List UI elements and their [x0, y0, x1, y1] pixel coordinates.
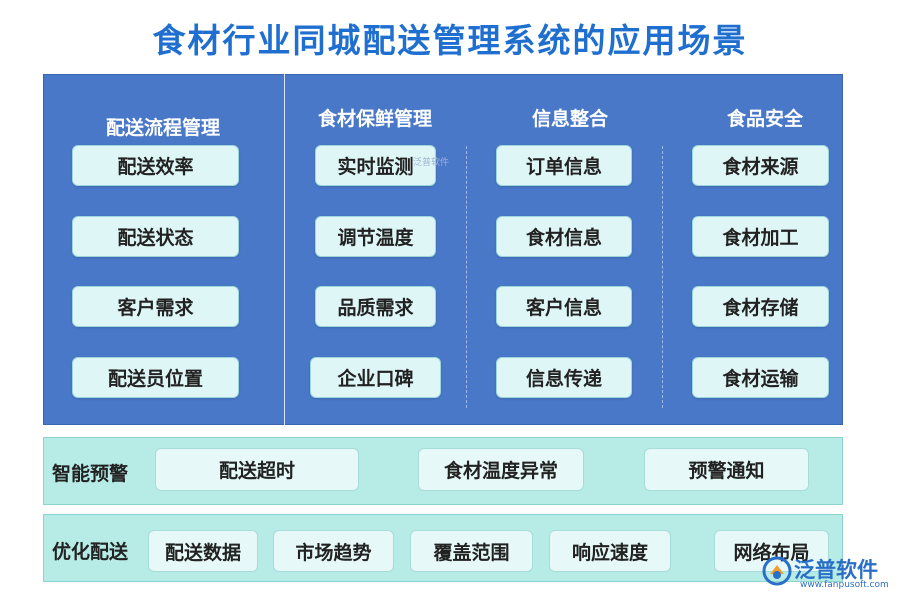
- column-divider: [284, 74, 285, 425]
- brand-name: 泛普软件: [794, 558, 878, 582]
- alert-delivery-timeout: 配送超时: [155, 448, 359, 491]
- item-info-transfer: 信息传递: [496, 357, 632, 398]
- optimize-delivery-data: 配送数据: [148, 530, 258, 572]
- small-watermark: 泛普软件: [413, 158, 450, 168]
- item-food-info: 食材信息: [496, 216, 632, 257]
- item-food-storage: 食材存储: [692, 286, 829, 327]
- column-title-delivery-process: 配送流程管理: [105, 117, 220, 139]
- page-title: 食材行业同城配送管理系统的应用场景: [152, 21, 748, 60]
- item-customer-info: 客户信息: [496, 286, 632, 327]
- item-customer-demand: 客户需求: [72, 286, 239, 327]
- item-food-processing: 食材加工: [692, 216, 829, 257]
- brand-logo-icon: [762, 556, 792, 586]
- optimize-network-layout: 网络布局: [714, 530, 829, 572]
- optimize-coverage: 覆盖范围: [410, 530, 533, 572]
- alert-notification: 预警通知: [644, 448, 809, 491]
- brand-watermark: 泛普软件 www.fanpusoft.com: [758, 552, 898, 592]
- item-quality-demand: 品质需求: [315, 286, 436, 327]
- item-realtime-monitoring: 实时监测: [315, 145, 436, 186]
- item-company-reputation: 企业口碑: [310, 357, 441, 398]
- brand-url: www.fanpusoft.com: [800, 580, 889, 590]
- item-order-info: 订单信息: [496, 145, 632, 186]
- optimize-delivery-label: 优化配送: [52, 541, 129, 563]
- column-divider-dashed: [466, 146, 467, 408]
- item-food-transport: 食材运输: [692, 357, 829, 398]
- alert-temperature-abnormal: 食材温度异常: [418, 448, 584, 491]
- optimize-market-trend: 市场趋势: [273, 530, 394, 572]
- optimize-response-speed: 响应速度: [549, 530, 671, 572]
- smart-alert-label: 智能预警: [52, 463, 129, 485]
- column-title-freshness: 食材保鲜管理: [317, 108, 432, 130]
- item-delivery-status: 配送状态: [72, 216, 239, 257]
- column-title-info-integration: 信息整合: [531, 108, 608, 130]
- item-delivery-efficiency: 配送效率: [72, 145, 239, 186]
- item-courier-location: 配送员位置: [72, 357, 239, 398]
- item-adjust-temperature: 调节温度: [315, 216, 436, 257]
- item-food-source: 食材来源: [692, 145, 829, 186]
- column-divider-dashed: [662, 146, 663, 408]
- column-title-food-safety: 食品安全: [726, 108, 803, 130]
